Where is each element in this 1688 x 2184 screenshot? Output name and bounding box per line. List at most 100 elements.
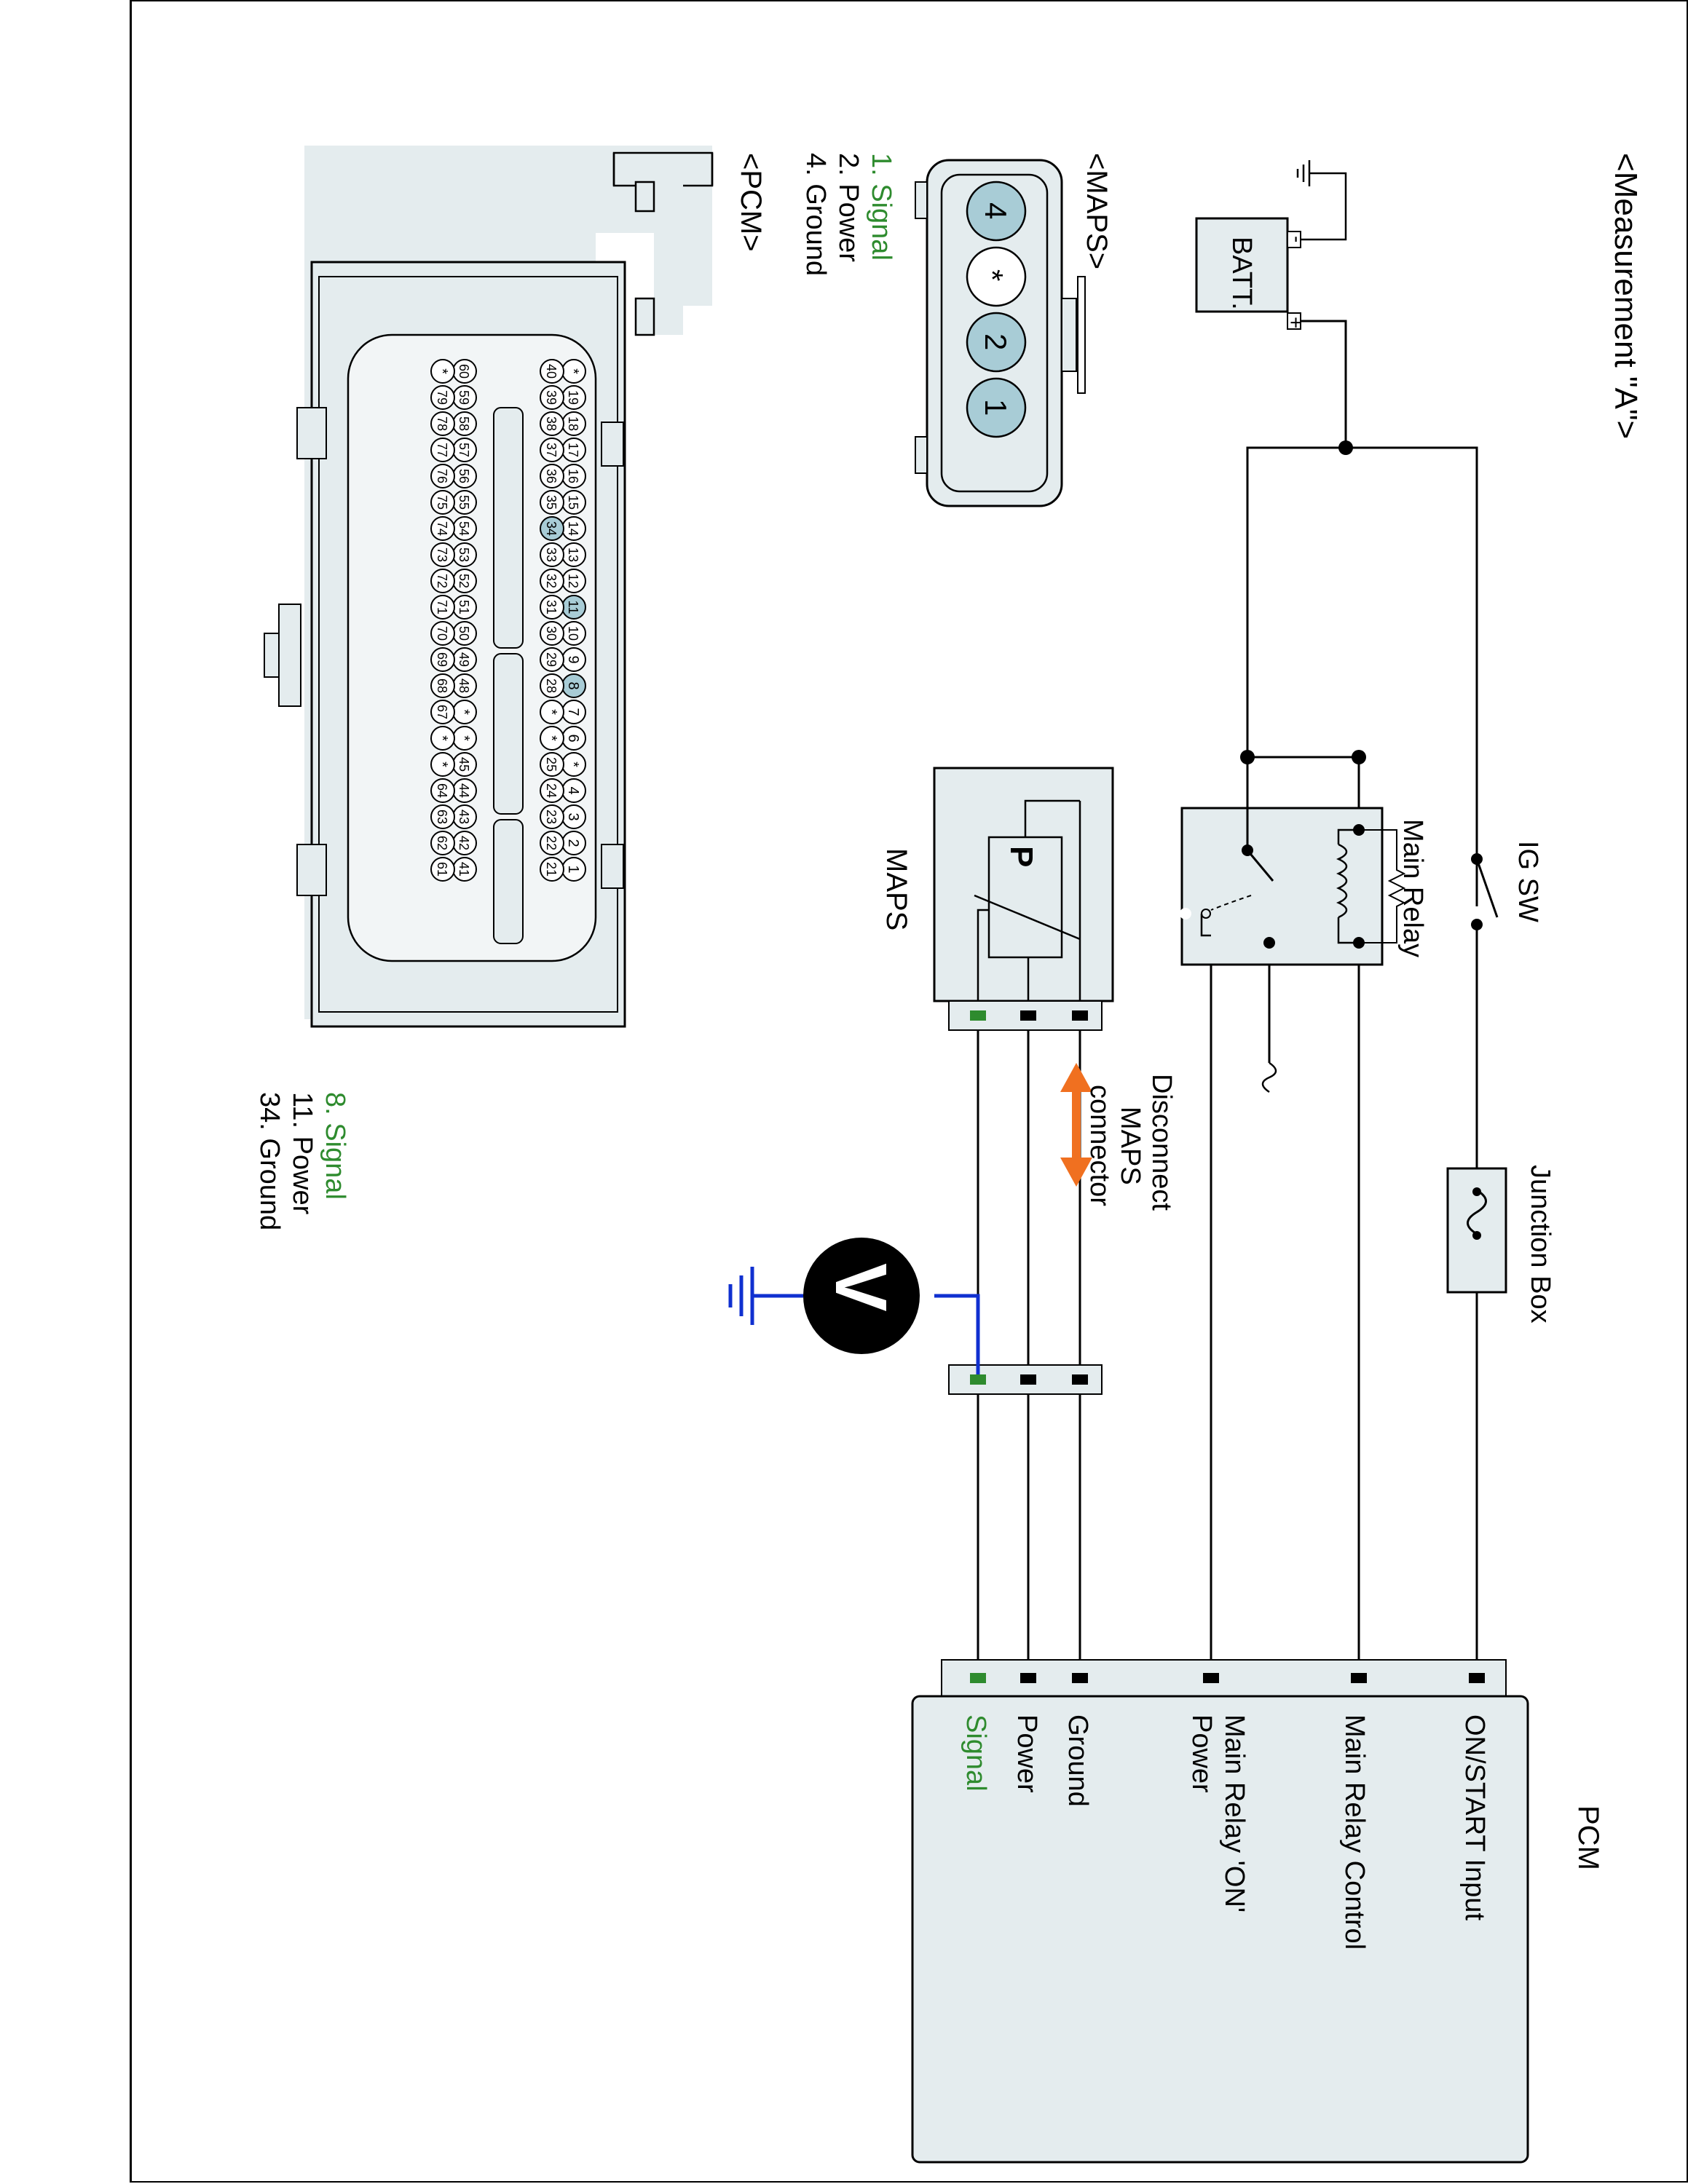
pcm-pin-label: 37 <box>544 443 559 457</box>
pcm-pin-blank <box>430 359 455 384</box>
pcm-label: PCM <box>1572 1805 1604 1870</box>
junction-box-label: Junction Box <box>1525 1165 1555 1324</box>
pcm-pin-label: 15 <box>566 495 580 510</box>
pcm-pin-label: 56 <box>457 469 471 483</box>
pcm-pin-label: 2 <box>565 839 581 847</box>
pcm-pin-label: 50 <box>457 626 471 641</box>
main-relay: Main Relay <box>1180 757 1428 1093</box>
pcm-pin-label: 51 <box>457 600 471 614</box>
pcm-pin-label: 78 <box>435 416 449 431</box>
pcm-pin-label: * <box>434 368 450 374</box>
pcm-pin-label: 38 <box>544 416 559 431</box>
pcm-pin-label: 59 <box>457 390 471 405</box>
main-relay-label: Main Relay <box>1397 819 1428 957</box>
pcm-pin-69 <box>430 647 455 672</box>
pcm-pin-25 <box>540 752 564 777</box>
pcm-pin-label: 77 <box>435 443 449 457</box>
pcm-pin-77 <box>430 438 455 462</box>
page-border <box>130 0 1688 2183</box>
pcm-pin-21 <box>540 857 564 882</box>
pcm-pin-label: 44 <box>457 783 471 798</box>
pcm-pin-blank <box>430 726 455 751</box>
pcm-pin-38 <box>540 411 564 436</box>
maps-sensor-label: MAPS <box>880 848 912 930</box>
disconnect-note-line3: connector <box>1084 1085 1115 1206</box>
pcm-pin-label: 71 <box>435 600 449 614</box>
maps-legend-power: 2. Power <box>833 153 864 262</box>
pcm-pin-23 <box>540 804 564 829</box>
pcm-pin-label: 18 <box>566 416 580 431</box>
maps-pin-1-label: 1 <box>979 399 1013 416</box>
pcm-pin-78 <box>430 411 455 436</box>
pcm-pin-label: 39 <box>544 390 559 405</box>
pcm-pin-label: 1 <box>565 865 581 873</box>
pcm-pin-64 <box>430 778 455 803</box>
pcm-pin-61 <box>430 857 455 882</box>
pcm-pin-label: 14 <box>566 521 580 536</box>
pcm-pin-label: 53 <box>457 547 471 562</box>
pcm-pin-79 <box>430 385 455 410</box>
pcm-pin-label: 25 <box>544 757 559 772</box>
pcm-pin-main-relay-control: Main Relay Control <box>1339 1714 1370 1950</box>
pcm-pin-62 <box>430 831 455 855</box>
disconnect-note-line1: Disconnect <box>1146 1074 1177 1211</box>
maps-connector-title: <MAPS> <box>1081 153 1113 269</box>
pcm-legend-signal: 8. Signal <box>320 1092 350 1200</box>
pcm-pin-label: 36 <box>544 469 559 483</box>
pcm-pin-74 <box>430 516 455 541</box>
pcm-pin-label: 61 <box>435 862 449 877</box>
pcm-pin-label: 32 <box>544 574 559 588</box>
pcm-pin-label: 21 <box>544 862 559 877</box>
pcm-pin-label: 24 <box>544 783 559 798</box>
pcm-pin-label: 33 <box>544 547 559 562</box>
pcm-signal-pin <box>970 1673 986 1683</box>
pcm-pin-67 <box>430 700 455 724</box>
maps-connector-view: <MAPS> 4 * 2 1 1. Signal 2. Power 4. Gro… <box>800 153 1113 507</box>
pcm-pin-label: 40 <box>544 364 559 379</box>
battery-plus: + <box>1285 317 1307 328</box>
pcm-pin-label: 31 <box>544 600 559 614</box>
pcm-pin-blank <box>430 752 455 777</box>
pcm-pin-label: * <box>543 709 559 715</box>
pcm-pin-label: 69 <box>435 652 449 667</box>
voltmeter-label: V <box>820 1263 902 1312</box>
pcm-pin-label: 45 <box>457 757 471 772</box>
pcm-pin-ground: Ground <box>1062 1714 1093 1807</box>
pcm-pin-76 <box>430 464 455 488</box>
pcm-pin-36 <box>540 464 564 488</box>
pcm-connector-view: <PCM> <box>254 146 767 1230</box>
pcm-pin-signal: Signal <box>961 1714 991 1792</box>
ig-switch-label: IG SW <box>1513 841 1543 922</box>
pcm-pin-39 <box>540 385 564 410</box>
pcm-pin-22 <box>540 831 564 855</box>
pcm-pin-label: 58 <box>457 416 471 431</box>
voltmeter-ground-icon <box>728 1267 754 1325</box>
pcm-pin-label: 72 <box>435 574 449 588</box>
battery-label: BATT. <box>1226 237 1257 310</box>
pcm-pin-label: 17 <box>566 443 580 457</box>
pcm-pin-label: 19 <box>566 390 580 405</box>
pcm-pin-label: * <box>434 735 450 741</box>
pcm-pin-label: 75 <box>435 495 449 510</box>
pcm-pin-blank <box>540 700 564 724</box>
pcm-pin-label: 60 <box>457 364 471 379</box>
battery-ground-icon <box>1296 160 1320 186</box>
pcm-pin-label: 62 <box>435 836 449 850</box>
maps-legend-signal: 1. Signal <box>866 153 896 261</box>
pcm-pin-37 <box>540 438 564 462</box>
pcm-pin-34 <box>540 516 564 541</box>
pcm-pin-on-start: ON/START Input <box>1459 1714 1490 1920</box>
maps-legend-ground: 4. Ground <box>800 153 831 276</box>
maps-sensor-signal-pin <box>970 1010 986 1021</box>
pcm-pin-grid: *191817161514131211109876*43214039383736… <box>430 359 586 882</box>
pcm-pin-label: 79 <box>435 390 449 405</box>
maps-pin-4 <box>966 181 1027 242</box>
pcm-pin-label: 13 <box>566 547 580 562</box>
pcm-pin-label: 22 <box>544 836 559 850</box>
maps-pin-2 <box>966 312 1027 373</box>
pcm-pin-label: * <box>456 735 472 741</box>
pcm-pin-main-relay-power: Power <box>1186 1714 1217 1793</box>
maps-sensor-symbol: P <box>1003 846 1039 867</box>
pcm-pin-label: 4 <box>565 786 581 794</box>
diagram-canvas: <Measurement "A"> BATT. + - <box>130 0 1688 2184</box>
